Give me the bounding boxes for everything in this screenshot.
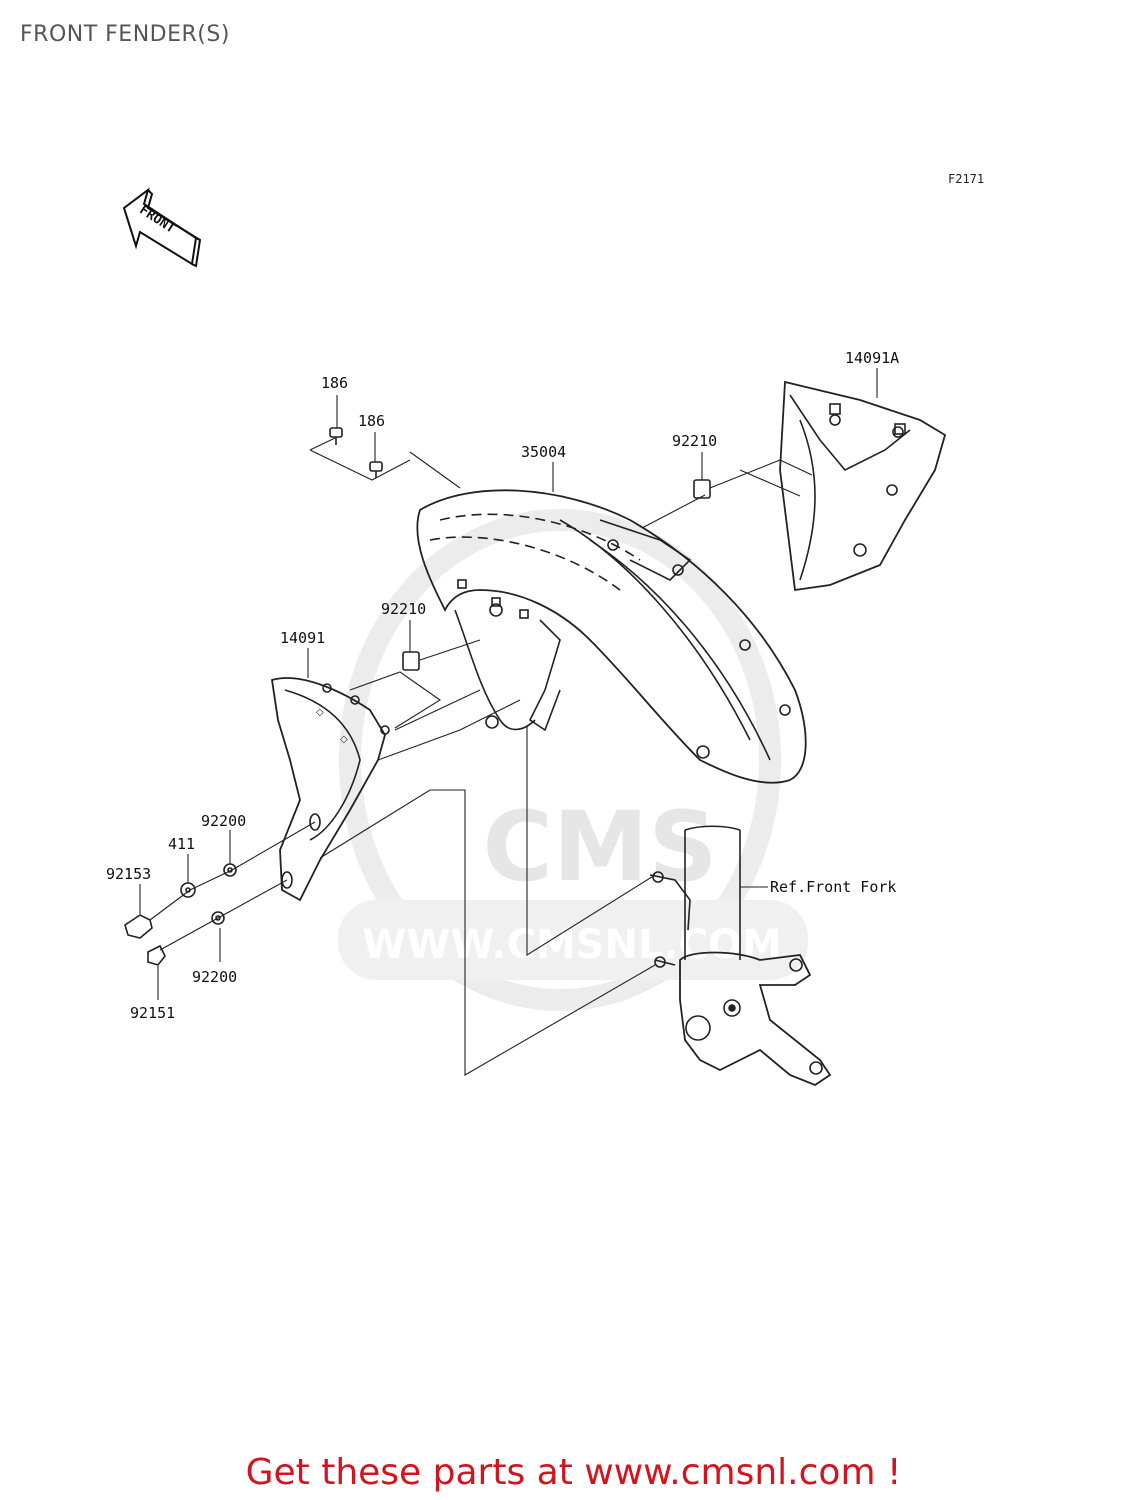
part-label: 92200 bbox=[201, 812, 246, 830]
part-labels: 186 186 35004 92210 14091A 92210 14091 9… bbox=[106, 349, 899, 1022]
part-label: 186 bbox=[321, 374, 348, 392]
front-fork bbox=[649, 825, 832, 1087]
part-label: 92210 bbox=[381, 600, 426, 618]
hardware bbox=[124, 427, 711, 966]
part-label: 92210 bbox=[672, 432, 717, 450]
part-label: 92151 bbox=[130, 1004, 175, 1022]
front-arrow-icon: FRONT bbox=[122, 187, 202, 268]
cms-watermark: CMS WWW.CMSNL.COM bbox=[338, 509, 808, 1011]
front-fender bbox=[416, 489, 807, 784]
svg-text:◇: ◇ bbox=[340, 734, 348, 745]
part-label: 14091A bbox=[845, 349, 899, 367]
leader-lines bbox=[139, 368, 878, 1076]
diagram-code: F2171 bbox=[948, 172, 985, 186]
part-label: 14091 bbox=[280, 629, 325, 647]
page-title: FRONT FENDER(S) bbox=[20, 22, 230, 47]
watermark-url: WWW.CMSNL.COM bbox=[362, 922, 782, 968]
parts-diagram: CMS WWW.CMSNL.COM FRONT bbox=[106, 187, 947, 1087]
footer-link[interactable]: Get these parts at www.cmsnl.com ! bbox=[245, 1452, 902, 1493]
part-label: 92200 bbox=[192, 968, 237, 986]
fender-cover-right bbox=[779, 380, 947, 592]
watermark-logo: CMS bbox=[482, 791, 717, 903]
part-label: 186 bbox=[358, 412, 385, 430]
part-label: 35004 bbox=[521, 443, 566, 461]
fender-cover-left: ◇ ◇ bbox=[270, 677, 390, 902]
reference-label: Ref.Front Fork bbox=[770, 878, 896, 896]
part-label: 411 bbox=[168, 835, 195, 853]
parts-drawing: ◇ ◇ bbox=[124, 368, 947, 1087]
svg-text:◇: ◇ bbox=[316, 707, 324, 718]
part-label: 92153 bbox=[106, 865, 151, 883]
